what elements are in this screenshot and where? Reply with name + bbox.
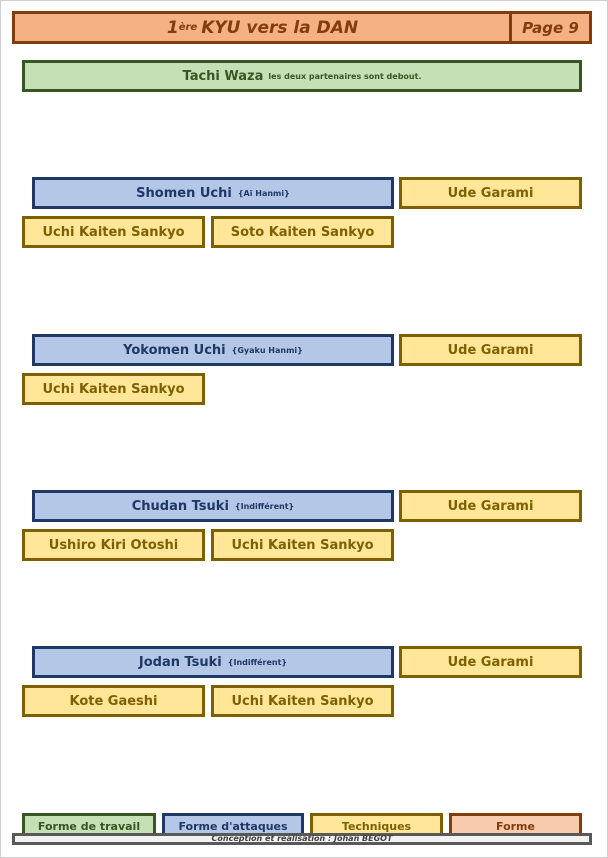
legend-form: Forme	[449, 813, 582, 836]
attack-box: Chudan Tsuki {Indifférent}	[32, 490, 394, 522]
title-text: KYU vers la DAN	[201, 17, 359, 38]
attack-name: Chudan Tsuki	[131, 498, 229, 514]
attack-stance: {Indifférent}	[227, 657, 288, 667]
attack-box: Yokomen Uchi {Gyaku Hanmi}	[32, 334, 394, 366]
category-name: Tachi Waza	[182, 68, 264, 84]
category-box: Tachi Waza les deux partenaires sont debo…	[22, 60, 582, 92]
attack-stance: {Indifférent}	[234, 501, 295, 511]
technique-box: Ude Garami	[399, 646, 582, 678]
attack-box: Shomen Uchi {Aï Hanmi}	[32, 177, 394, 209]
technique-box: Uchi Kaiten Sankyo	[22, 373, 205, 405]
technique-box: Uchi Kaiten Sankyo	[211, 685, 394, 717]
technique-box: Uchi Kaiten Sankyo	[211, 529, 394, 561]
page-number: Page 9	[509, 11, 592, 44]
attack-stance: {Aï Hanmi}	[237, 188, 290, 198]
attack-stance: {Gyaku Hanmi}	[231, 345, 303, 355]
technique-box: Ude Garami	[399, 177, 582, 209]
legend-techniques: Techniques	[310, 813, 443, 836]
legend-work-form: Forme de travail	[22, 813, 156, 836]
technique-box: Kote Gaeshi	[22, 685, 205, 717]
technique-box: Ude Garami	[399, 334, 582, 366]
technique-box: Uchi Kaiten Sankyo	[22, 216, 205, 248]
title-number: 1	[166, 17, 179, 38]
footer-credit: Conception et réalisation : Johan BÉGOT	[12, 833, 592, 845]
technique-box: Ude Garami	[399, 490, 582, 522]
attack-box: Jodan Tsuki {Indifférent}	[32, 646, 394, 678]
category-note: les deux partenaires sont debout.	[268, 71, 422, 81]
technique-box: Soto Kaiten Sankyo	[211, 216, 394, 248]
title-superscript: ère	[178, 22, 198, 33]
attack-name: Jodan Tsuki	[138, 654, 222, 670]
legend-attack-form: Forme d'attaques	[162, 813, 304, 836]
technique-box: Ushiro Kiri Otoshi	[22, 529, 205, 561]
attack-name: Yokomen Uchi	[123, 342, 226, 358]
attack-name: Shomen Uchi	[136, 185, 232, 201]
